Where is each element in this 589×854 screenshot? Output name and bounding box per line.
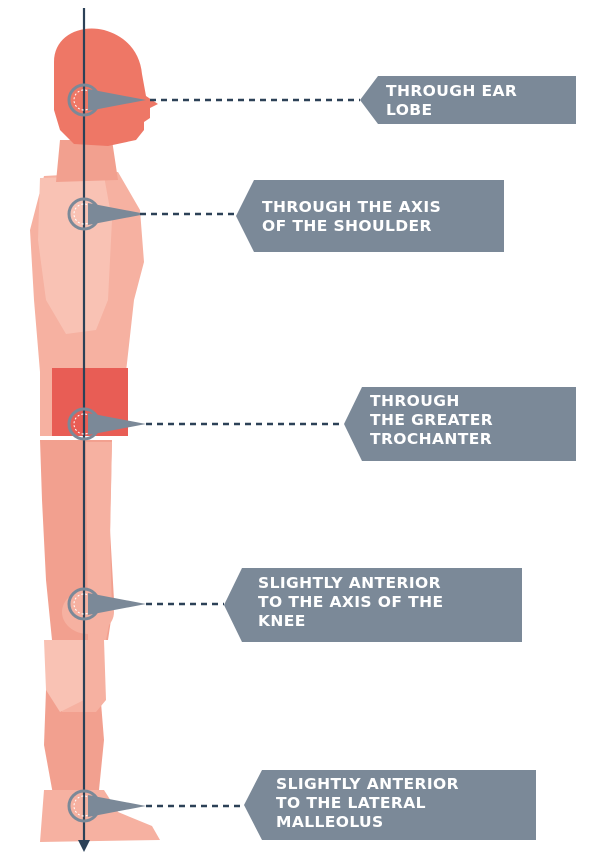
alignment-marker-2 [69, 199, 236, 229]
neck [56, 140, 118, 182]
callout-text: SLIGHTLY ANTERIOR TO THE LATERAL MALLEOL… [276, 775, 536, 832]
head [54, 28, 158, 146]
callout-label-5: SLIGHTLY ANTERIOR TO THE LATERAL MALLEOL… [244, 770, 536, 840]
callout-text: THROUGH THE AXIS OF THE SHOULDER [262, 198, 504, 236]
callout-label-1: THROUGH EAR LOBE [360, 76, 576, 124]
plumb-line-arrow [78, 840, 90, 852]
callout-label-3: THROUGH THE GREATER TROCHANTER [344, 387, 576, 461]
callout-text: THROUGH THE GREATER TROCHANTER [370, 392, 576, 449]
pointer-triangle [88, 593, 146, 615]
alignment-marker-5 [69, 791, 244, 821]
callout-text: THROUGH EAR LOBE [386, 82, 576, 120]
callout-label-4: SLIGHTLY ANTERIOR TO THE AXIS OF THE KNE… [224, 568, 522, 642]
callout-text: SLIGHTLY ANTERIOR TO THE AXIS OF THE KNE… [258, 574, 522, 631]
pelvis-light [40, 368, 52, 436]
callout-label-2: THROUGH THE AXIS OF THE SHOULDER [236, 180, 504, 252]
